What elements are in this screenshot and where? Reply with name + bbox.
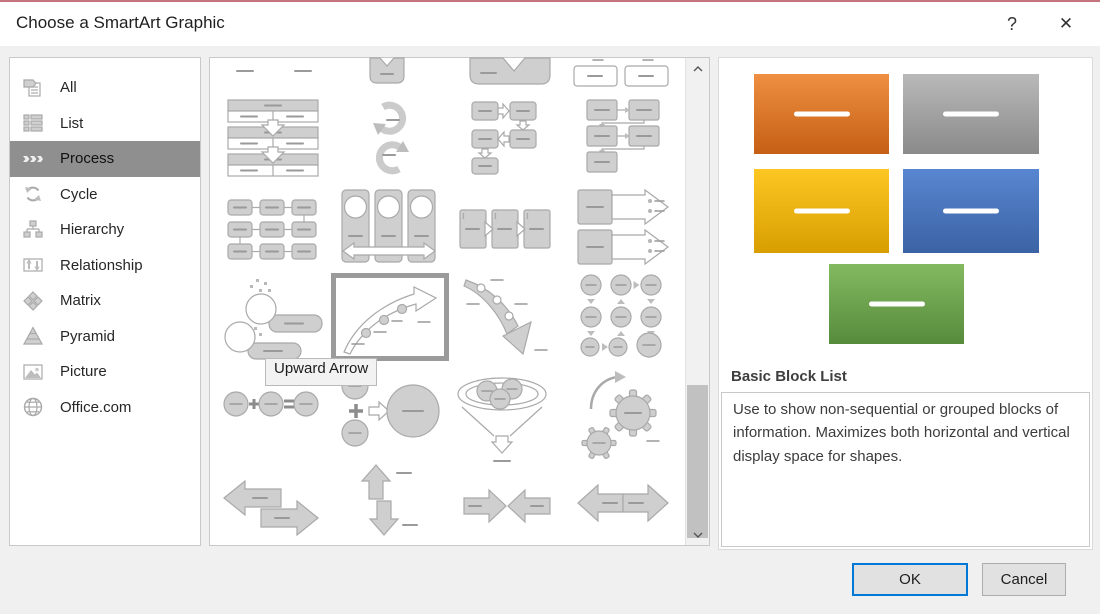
pyramid-icon — [22, 326, 44, 346]
process-icon — [23, 149, 43, 169]
dialog-accent-border — [0, 0, 1100, 2]
gallery-item-r4c3[interactable] — [456, 376, 548, 464]
sidebar-item-cycle[interactable]: Cycle — [10, 177, 200, 213]
gallery-item-r5c4[interactable] — [577, 483, 669, 523]
gallery-item-r0c1[interactable] — [231, 64, 321, 76]
block-dash — [793, 111, 850, 117]
sidebar-item-process[interactable]: Process — [10, 141, 200, 177]
sidebar-item-pyramid[interactable]: Pyramid — [10, 319, 200, 355]
gallery-item-r1c3[interactable] — [471, 99, 537, 175]
sidebar-item-label: Hierarchy — [60, 221, 125, 239]
sidebar-item-hierarchy[interactable]: Hierarchy — [10, 212, 200, 248]
block-dash — [943, 111, 999, 117]
picture-icon — [23, 362, 43, 382]
gallery-scrollbar[interactable] — [685, 58, 709, 545]
preview-block-green — [829, 264, 964, 344]
gallery-item-r2c3[interactable] — [459, 209, 551, 249]
gallery-item-r2c2[interactable] — [341, 189, 437, 265]
preview-description: Use to show non-sequential or grouped bl… — [721, 392, 1090, 547]
help-button[interactable]: ? — [1006, 13, 1017, 34]
scrollbar-up-icon[interactable] — [686, 60, 709, 77]
matrix-icon — [23, 290, 43, 311]
close-button[interactable]: ✕ — [1058, 14, 1074, 33]
gallery-item-r4c2[interactable] — [339, 371, 440, 447]
sidebar-item-label: Pyramid — [60, 327, 116, 345]
sidebar-item-picture[interactable]: Picture — [10, 354, 200, 390]
gallery-item-r5c1[interactable] — [223, 479, 319, 537]
preview-title: Basic Block List — [731, 368, 847, 385]
gallery-item-upward-arrow-selected[interactable] — [331, 273, 449, 361]
gallery-item-r2c4[interactable] — [577, 188, 670, 266]
sidebar-item-label: Office.com — [60, 398, 132, 416]
preview-block-yellow — [754, 169, 889, 253]
titlebar: Choose a SmartArt Graphic ? ✕ — [0, 2, 1100, 46]
relationship-icon — [23, 255, 43, 275]
gallery-item-r5c3[interactable] — [463, 488, 551, 524]
sidebar-item-label: Relationship — [60, 256, 143, 274]
block-dash — [943, 208, 999, 214]
sidebar-item-label: List — [60, 114, 84, 132]
sidebar-item-list[interactable]: List — [10, 106, 200, 142]
list-icon — [23, 113, 43, 133]
block-dash — [868, 301, 925, 307]
gallery-item-r1c2[interactable] — [369, 99, 413, 177]
preview-panel: Basic Block List Use to show non-sequent… — [718, 57, 1093, 550]
gallery-item-r1c4[interactable] — [586, 99, 660, 173]
scrollbar-down-icon[interactable] — [686, 526, 709, 543]
sidebar-item-officecom[interactable]: Office.com — [10, 390, 200, 426]
gallery-item-r0c2[interactable] — [369, 57, 405, 84]
gallery-item-r5c2[interactable] — [349, 463, 425, 537]
ok-button[interactable]: OK — [852, 563, 968, 596]
preview-block-blue — [903, 169, 1039, 253]
dialog-title: Choose a SmartArt Graphic — [16, 13, 225, 32]
all-icon — [23, 78, 43, 98]
cancel-button[interactable]: Cancel — [982, 563, 1066, 596]
gallery-item-r1c1[interactable] — [227, 99, 319, 177]
gallery-tooltip: Upward Arrow — [265, 358, 378, 386]
gallery-item-r4c4[interactable] — [573, 369, 665, 461]
gallery-item-r4c1[interactable] — [223, 386, 319, 422]
sidebar-item-label: Process — [60, 150, 115, 168]
sidebar-item-label: Cycle — [60, 185, 98, 203]
block-dash — [793, 208, 850, 214]
globe-icon — [23, 397, 43, 417]
gallery-item-r3c3[interactable] — [463, 276, 553, 356]
gallery-item-r0c4[interactable] — [573, 58, 669, 88]
sidebar-item-label: All — [60, 79, 77, 97]
cycle-icon — [23, 184, 43, 204]
gallery-item-r0c3[interactable] — [469, 57, 551, 85]
smartart-gallery: Upward Arrow — [209, 57, 710, 546]
hierarchy-icon — [23, 220, 43, 240]
category-sidebar: All List Process — [9, 57, 201, 546]
sidebar-item-matrix[interactable]: Matrix — [10, 283, 200, 319]
preview-block-orange — [754, 74, 889, 154]
sidebar-item-label: Picture — [60, 363, 107, 381]
gallery-item-r3c1[interactable] — [223, 277, 323, 360]
scrollbar-thumb[interactable] — [687, 385, 708, 538]
gallery-item-r3c4[interactable] — [579, 273, 663, 358]
sidebar-item-label: Matrix — [60, 292, 101, 310]
sidebar-item-relationship[interactable]: Relationship — [10, 248, 200, 284]
preview-block-gray — [903, 74, 1039, 154]
gallery-item-r2c1[interactable] — [227, 199, 317, 260]
sidebar-item-all[interactable]: All — [10, 70, 200, 106]
